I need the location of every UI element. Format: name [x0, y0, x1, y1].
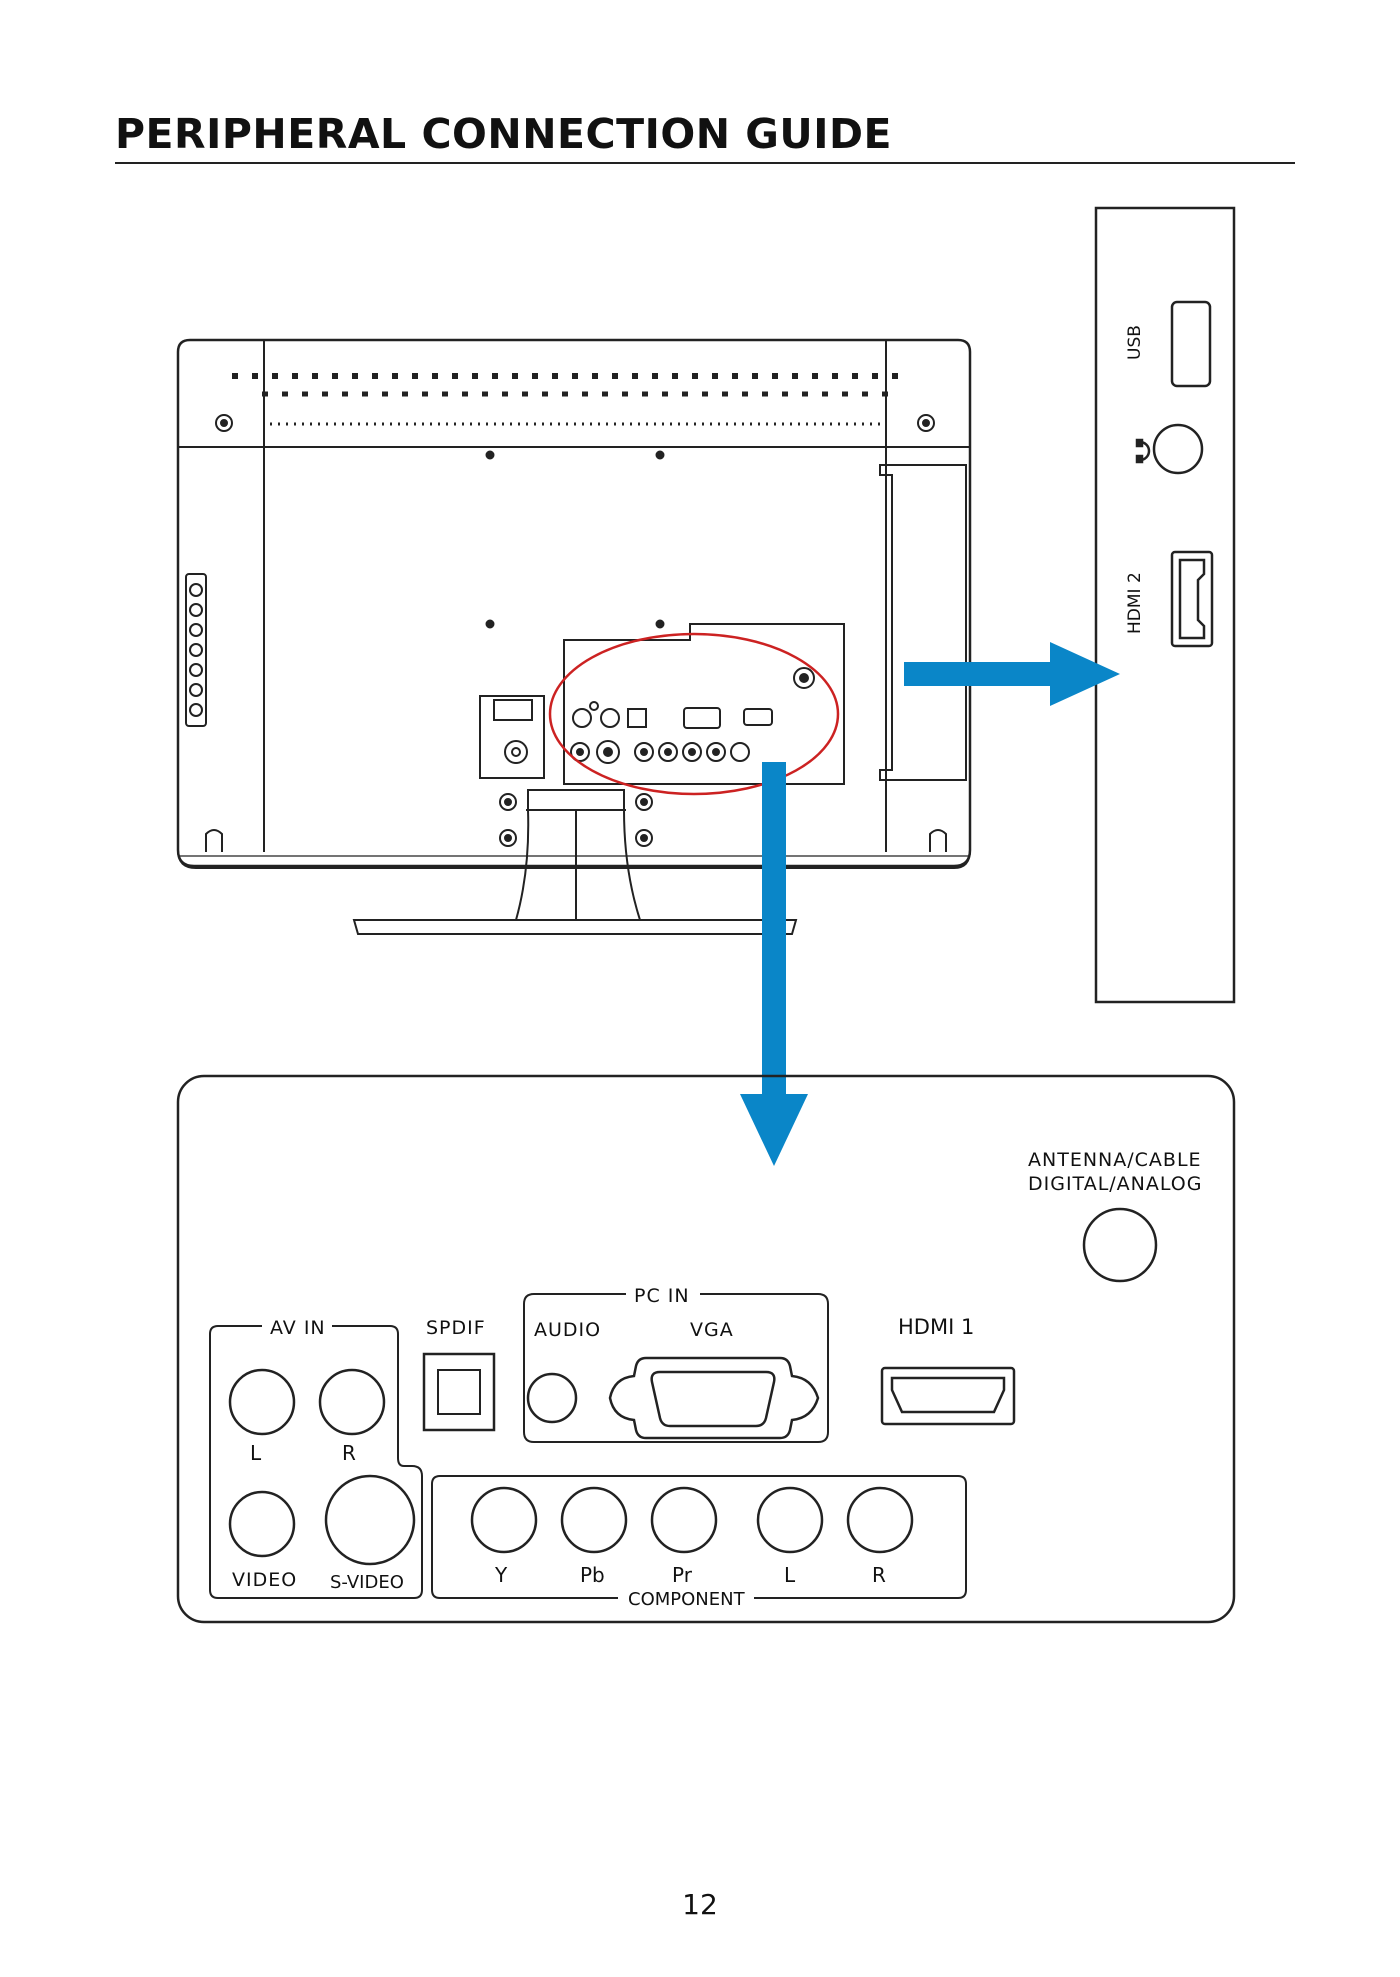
component-frame — [431, 1475, 967, 1599]
video-port — [228, 1490, 296, 1558]
av-r-port — [318, 1368, 386, 1436]
component-y-label: Y — [494, 1563, 508, 1587]
av-in-frame — [209, 1325, 423, 1599]
rear-connector-panel: ANTENNA/CABLE DIGITAL/ANALOG AV IN L R V… — [176, 1074, 1236, 1624]
svideo-port — [324, 1474, 416, 1566]
component-pr-port — [650, 1486, 718, 1554]
audio-label: AUDIO — [534, 1319, 601, 1341]
svideo-label: S-VIDEO — [330, 1572, 404, 1593]
pc-in-frame — [523, 1293, 829, 1443]
arrow-down — [740, 762, 808, 1166]
ports-highlight-ellipse — [548, 632, 840, 796]
arrow-right — [904, 642, 1120, 706]
side-panel: USB HDMI 2 — [1094, 206, 1236, 1004]
component-r-port — [846, 1486, 914, 1554]
headphone-jack — [1152, 423, 1204, 475]
component-pb-label: Pb — [580, 1563, 605, 1587]
hdmi1-label: HDMI 1 — [898, 1315, 974, 1339]
component-l-port — [756, 1486, 824, 1554]
antenna-label-line2: DIGITAL/ANALOG — [1028, 1173, 1202, 1195]
component-pr-label: Pr — [672, 1563, 693, 1587]
av-l-port — [228, 1368, 296, 1436]
vga-label: VGA — [690, 1319, 734, 1341]
headphone-icon — [1135, 438, 1151, 464]
video-label: VIDEO — [232, 1569, 297, 1591]
hdmi1-port — [880, 1366, 1016, 1426]
antenna-port — [1082, 1207, 1158, 1283]
component-y-port — [470, 1486, 538, 1554]
component-r-label: R — [872, 1563, 886, 1587]
component-label: COMPONENT — [628, 1589, 746, 1610]
spdif-label: SPDIF — [426, 1317, 486, 1339]
vga-port — [608, 1356, 820, 1440]
av-in-label: AV IN — [270, 1317, 326, 1339]
component-l-label: L — [784, 1563, 796, 1587]
hdmi2-port — [1170, 550, 1214, 648]
usb-port — [1170, 300, 1212, 388]
av-l-label: L — [250, 1441, 262, 1465]
title-rule — [115, 162, 1295, 164]
pc-in-label: PC IN — [634, 1285, 690, 1307]
page-number: 12 — [682, 1888, 718, 1921]
page-title: PERIPHERAL CONNECTION GUIDE — [115, 110, 893, 158]
antenna-label-line1: ANTENNA/CABLE — [1028, 1149, 1202, 1171]
tv-rear-view — [176, 338, 972, 935]
hdmi2-label: HDMI 2 — [1125, 572, 1145, 634]
av-r-label: R — [342, 1441, 356, 1465]
spdif-port — [422, 1352, 496, 1432]
pc-audio-port — [526, 1372, 578, 1424]
usb-label: USB — [1125, 325, 1145, 360]
component-pb-port — [560, 1486, 628, 1554]
